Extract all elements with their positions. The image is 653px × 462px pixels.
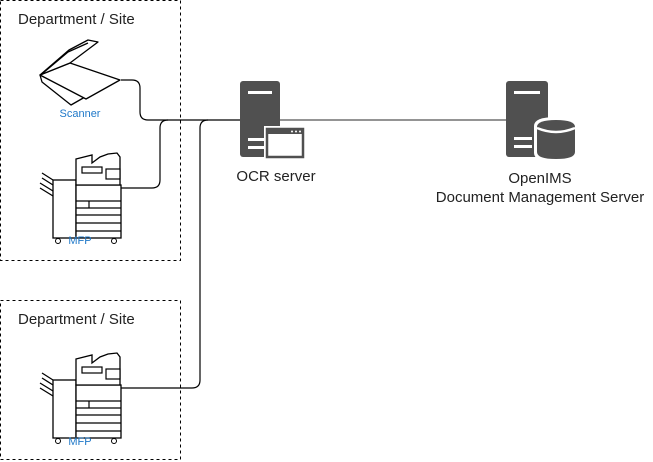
ocr-server-icon (240, 81, 306, 160)
site-box-1 (0, 0, 181, 261)
connector-mfp-2 (121, 119, 209, 389)
site-box-2 (0, 300, 181, 460)
ocr-server-label: OCR server (236, 168, 316, 185)
dms-label-line1: OpenIMS (508, 170, 572, 187)
connector-scanner (121, 79, 240, 121)
dms-server-icon (506, 81, 578, 162)
mfp-label-1: MFP (68, 235, 92, 247)
mfp-icon-1 (39, 152, 122, 245)
connector-mfp-1 (121, 119, 169, 189)
site-title-2: Department / Site (18, 311, 135, 328)
dms-label-line2: Document Management Server (435, 189, 645, 206)
mfp-label-2: MFP (68, 436, 92, 448)
scanner-label: Scanner (59, 108, 101, 120)
scanner-icon (39, 39, 121, 106)
site-title-1: Department / Site (18, 11, 135, 28)
mfp-icon-2 (39, 352, 122, 445)
